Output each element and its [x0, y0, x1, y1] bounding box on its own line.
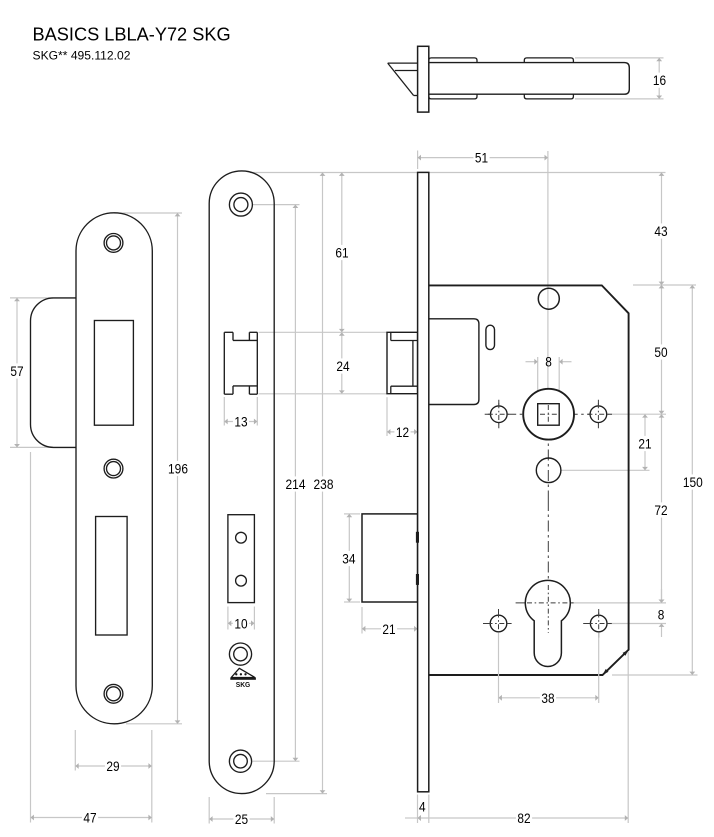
svg-text:150: 150 — [683, 474, 703, 490]
svg-text:4: 4 — [419, 799, 426, 815]
svg-text:34: 34 — [342, 551, 355, 567]
svg-text:38: 38 — [541, 690, 554, 706]
svg-text:29: 29 — [106, 758, 119, 774]
svg-text:24: 24 — [336, 358, 349, 374]
svg-text:214: 214 — [286, 476, 306, 492]
svg-text:25: 25 — [235, 811, 248, 827]
svg-text:72: 72 — [654, 502, 667, 518]
svg-text:13: 13 — [234, 414, 247, 430]
svg-text:82: 82 — [517, 810, 530, 826]
svg-text:21: 21 — [382, 621, 395, 637]
svg-text:12: 12 — [396, 424, 409, 440]
svg-text:16: 16 — [653, 72, 666, 88]
svg-text:61: 61 — [335, 245, 348, 261]
svg-text:SKG: SKG — [236, 680, 251, 689]
svg-text:8: 8 — [545, 354, 552, 370]
svg-text:21: 21 — [638, 436, 651, 452]
svg-text:196: 196 — [168, 461, 188, 477]
svg-text:50: 50 — [654, 344, 667, 360]
svg-text:BASICS LBLA-Y72 SKG: BASICS LBLA-Y72 SKG — [33, 24, 231, 44]
svg-text:47: 47 — [83, 810, 96, 826]
svg-text:8: 8 — [658, 607, 665, 623]
svg-text:10: 10 — [234, 615, 247, 631]
svg-text:51: 51 — [475, 150, 488, 166]
svg-text:SKG** 495.112.02: SKG** 495.112.02 — [33, 48, 131, 62]
svg-text:57: 57 — [10, 363, 23, 379]
svg-text:43: 43 — [654, 223, 667, 239]
svg-text:238: 238 — [314, 476, 334, 492]
